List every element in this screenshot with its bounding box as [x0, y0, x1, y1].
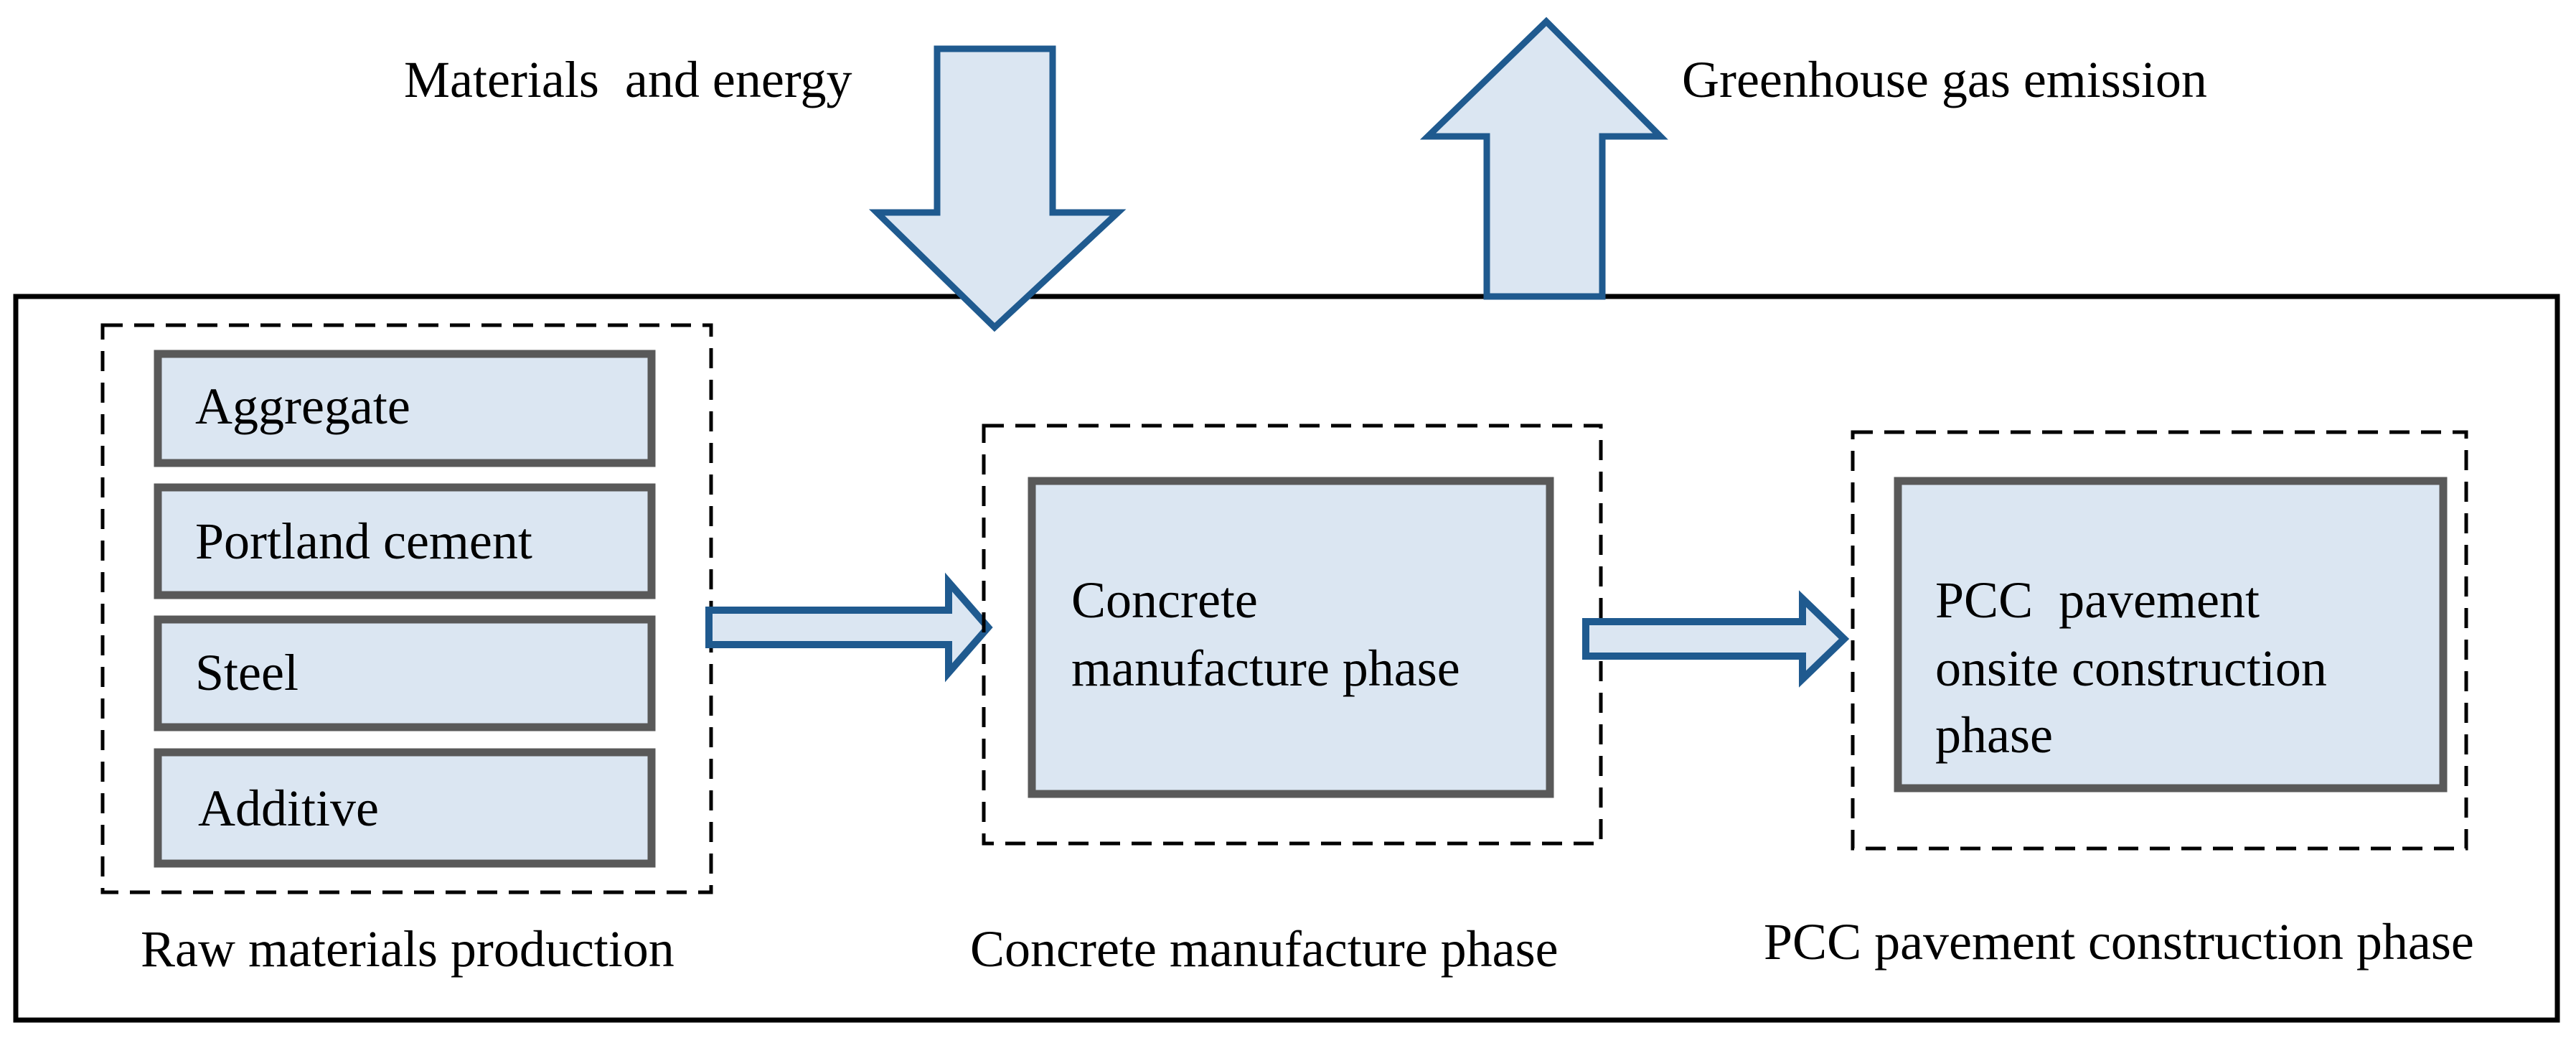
- svg-text:PCC pavement: PCC pavement: [1935, 571, 2260, 629]
- system-boundary: [13, 294, 2560, 1023]
- svg-text:Concrete: Concrete: [1071, 571, 1258, 629]
- concrete-phase-box: Concrete manufacture phase: [1028, 477, 1554, 798]
- outputs-label: Greenhouse gas emission: [1682, 51, 2207, 108]
- pcc-phase-box: PCC pavement onsite construction phase: [1894, 477, 2448, 792]
- raw-material-item-steel: Steel: [154, 615, 656, 731]
- svg-text:phase: phase: [1935, 706, 2053, 764]
- emissions-up-arrow: [1419, 17, 1668, 300]
- raw-material-item-additive: Additive: [154, 748, 656, 868]
- svg-text:Aggregate: Aggregate: [195, 378, 410, 435]
- flow-arrow-concrete-to-pcc: [1582, 590, 1850, 688]
- svg-text:Additive: Additive: [198, 780, 379, 837]
- raw-materials-caption: Raw materials production: [141, 920, 674, 978]
- svg-text:manufacture phase: manufacture phase: [1071, 640, 1460, 697]
- raw-material-item-portland-cement: Portland cement: [154, 483, 656, 599]
- svg-text:Portland cement: Portland cement: [195, 513, 532, 570]
- raw-material-item-aggregate: Aggregate: [154, 350, 656, 467]
- inputs-down-arrow: [868, 45, 1127, 332]
- svg-text:onsite construction: onsite construction: [1935, 640, 2327, 697]
- svg-text:Steel: Steel: [195, 644, 299, 701]
- pcc-phase-caption: PCC pavement construction phase: [1764, 913, 2474, 971]
- pcc-phase-group: [1851, 430, 2468, 851]
- concrete-phase-caption: Concrete manufacture phase: [970, 920, 1559, 978]
- inputs-label: Materials and energy: [404, 51, 852, 108]
- flow-arrow-raw-to-concrete: [705, 572, 993, 683]
